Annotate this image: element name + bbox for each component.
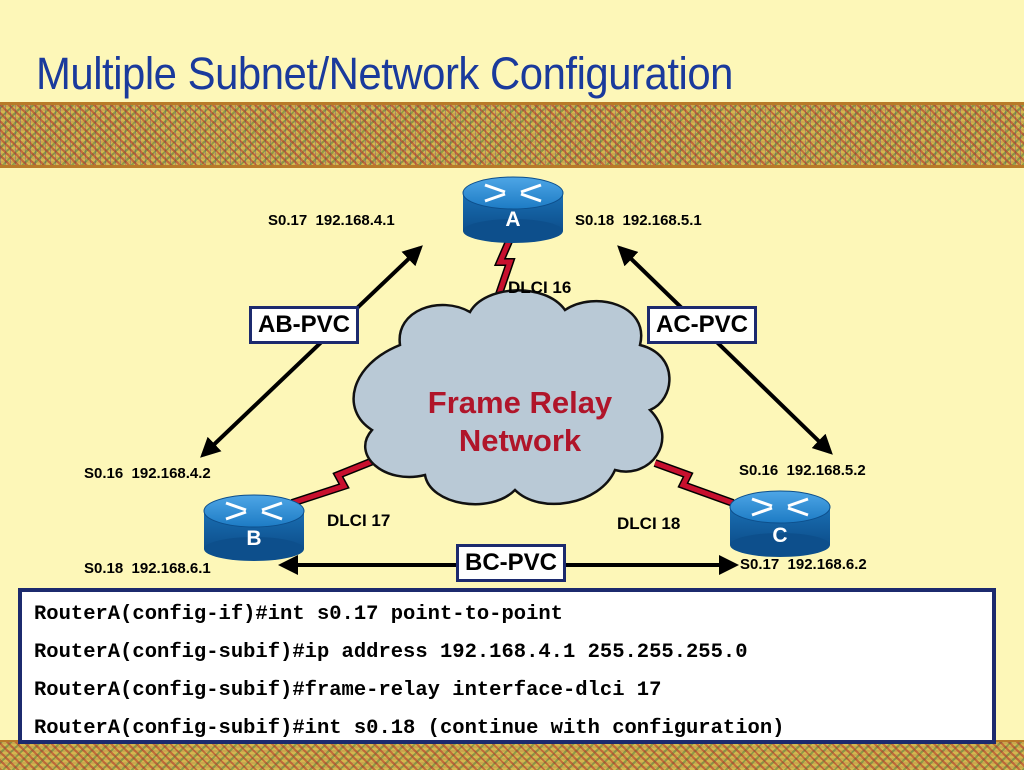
- router-c-icon: [729, 490, 831, 557]
- router-a-icon: [462, 176, 564, 243]
- router-c-label: C: [772, 524, 788, 547]
- router-c-s016-label: S0.16 192.168.5.2: [739, 462, 866, 479]
- cloud-label: Frame Relay Network: [360, 384, 680, 460]
- link-c: [653, 459, 735, 507]
- cloud-label-line1: Frame Relay: [427, 385, 613, 420]
- router-b-s018-label: S0.18 192.168.6.1: [84, 560, 211, 577]
- dlci-c-label: DLCI 18: [617, 514, 681, 533]
- config-line: RouterA(config-if)#int s0.17 point-to-po…: [34, 603, 563, 626]
- cloud-label-line2: Network: [458, 423, 582, 458]
- config-line: RouterA(config-subif)#int s0.18 (continu…: [34, 717, 785, 740]
- ac-pvc-arrow: [617, 245, 833, 455]
- link-a: [493, 230, 517, 302]
- bc-pvc-label: BC-PVC: [456, 544, 567, 582]
- router-c-s017-label: S0.17 192.168.6.2: [740, 556, 867, 573]
- router-b-icon: [203, 494, 305, 561]
- ab-pvc-arrow: [200, 245, 423, 458]
- router-b-label: B: [246, 527, 262, 550]
- ac-pvc-label: AC-PVC: [647, 306, 758, 344]
- dlci-a-label: DLCI 16: [508, 278, 572, 297]
- slide-title: Multiple Subnet/Network Configuration: [36, 48, 733, 99]
- config-line: RouterA(config-subif)#ip address 192.168…: [34, 641, 748, 664]
- router-a-label: A: [505, 208, 521, 231]
- ab-pvc-label: AB-PVC: [249, 306, 360, 344]
- link-b: [290, 455, 380, 507]
- router-a-s018-label: S0.18 192.168.5.1: [575, 212, 702, 229]
- router-a-s017-label: S0.17 192.168.4.1: [268, 212, 395, 229]
- router-b-s016-label: S0.16 192.168.4.2: [84, 465, 211, 482]
- config-box: RouterA(config-if)#int s0.17 point-to-po…: [18, 588, 996, 744]
- dlci-b-label: DLCI 17: [327, 511, 391, 530]
- decorative-band-bottom: [0, 740, 1024, 770]
- frame-relay-cloud-icon: [352, 289, 671, 506]
- decorative-band: [0, 102, 1024, 168]
- config-line: RouterA(config-subif)#frame-relay interf…: [34, 679, 662, 702]
